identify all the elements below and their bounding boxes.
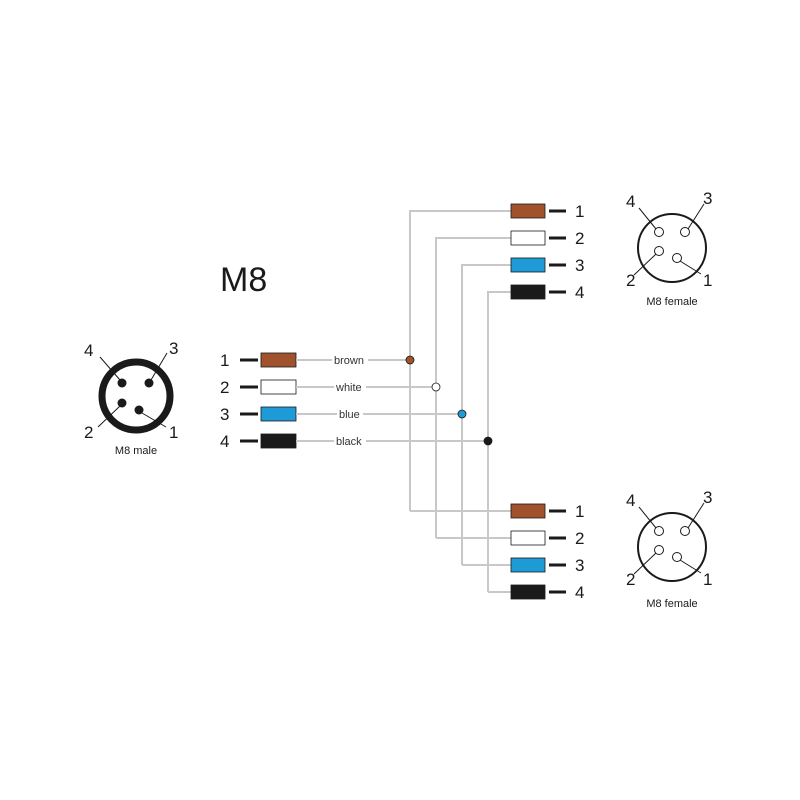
terminal-pin-number: 4 [575,283,584,302]
m8-female-connector-top: 4 3 2 1 M8 female [626,189,712,308]
pin-leader [687,203,705,230]
pin-label-2: 2 [626,570,635,589]
connector-shell [637,512,707,582]
terminal-pin-number: 2 [575,229,584,248]
pin-label-4: 4 [84,341,93,360]
wire-label-white: white [335,382,362,394]
wire-brown-trunk [409,210,511,511]
wire-color-swatch-brown [510,503,546,519]
junction-dot-black [483,436,493,446]
wire-label-brown: brown [334,355,364,367]
terminal-pin-number: 3 [575,256,584,275]
female-pin-1 [672,552,682,562]
terminal-pin-number: 3 [575,556,584,575]
top-branch-terminals: 1 2 3 4 [510,202,584,302]
pin-leader [679,559,702,574]
source-wire-rows: 1 brown 2 white 3 blue 4 black [220,351,493,451]
connector-caption: M8 female [646,598,697,610]
pin-leader [633,253,657,276]
wire-color-swatch-white [260,379,297,395]
pin-label-1: 1 [703,271,712,290]
wire-color-swatch-white [510,230,546,246]
wire-label-black: black [336,436,362,448]
terminal-pin-number: 4 [575,583,584,602]
wire-blue-trunk [461,264,511,565]
female-pin-3 [680,526,690,536]
terminal-pin-number: 2 [575,529,584,548]
wire-color-swatch-white [510,530,546,546]
pin-leader [638,506,657,529]
female-pin-2 [654,545,664,555]
pin-label-1: 1 [169,423,178,442]
source-pin-number: 3 [220,405,229,424]
wire-color-swatch-brown [510,203,546,219]
m8-female-connector-bottom: 4 3 2 1 M8 female [626,488,712,610]
female-pin-4 [654,227,664,237]
pin-leader [99,356,121,381]
connector-shell [98,358,174,434]
source-pin-number: 1 [220,351,229,370]
pin-leader [687,502,705,529]
female-pin-2 [654,246,664,256]
pin-leader [141,412,167,428]
wire-color-swatch-black [510,584,546,600]
junction-dot-blue [457,409,467,419]
pin-leader [679,260,702,275]
male-pin-1 [134,405,144,415]
wire-label-blue: blue [339,409,360,421]
m8-male-connector: 4 3 2 1 M8 male [84,339,178,457]
connector-shell [637,213,707,283]
wire-color-swatch-blue [510,257,546,273]
wire-color-swatch-blue [260,406,297,422]
wire-black-trunk [487,291,511,592]
pin-label-4: 4 [626,491,635,510]
female-pin-4 [654,526,664,536]
pin-label-4: 4 [626,192,635,211]
connector-caption: M8 male [115,445,157,457]
pin-label-1: 1 [703,570,712,589]
pin-leader [638,207,657,230]
male-pin-4 [117,378,127,388]
wire-color-swatch-blue [510,557,546,573]
pin-label-2: 2 [84,423,93,442]
pin-label-2: 2 [626,271,635,290]
wire-color-swatch-black [260,433,297,449]
source-pin-number: 4 [220,432,229,451]
junction-dot-brown [405,355,415,365]
female-pin-1 [672,253,682,263]
wire-color-swatch-black [510,284,546,300]
pin-leader [97,405,121,428]
pin-label-3: 3 [169,339,178,358]
wire-white-trunk [435,237,511,538]
female-pin-3 [680,227,690,237]
terminal-pin-number: 1 [575,202,584,221]
male-pin-3 [144,378,154,388]
source-pin-number: 2 [220,378,229,397]
pin-leader [633,552,657,575]
pin-label-3: 3 [703,189,712,208]
bottom-branch-terminals: 1 2 3 4 [510,502,584,602]
junction-dot-white [431,382,441,392]
connector-caption: M8 female [646,296,697,308]
diagram-title: M8 [220,261,267,299]
wire-color-swatch-brown [260,352,297,368]
pin-label-3: 3 [703,488,712,507]
split-wires [409,210,511,593]
pin-leader [150,352,168,381]
terminal-pin-number: 1 [575,502,584,521]
male-pin-2 [117,398,127,408]
